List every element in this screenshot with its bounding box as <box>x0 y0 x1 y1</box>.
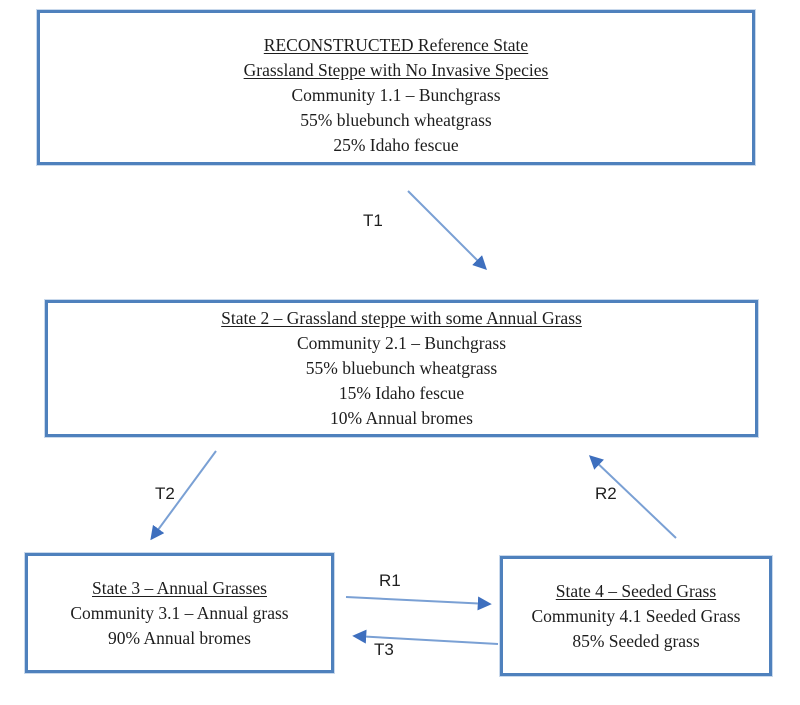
box-body-line: 85% Seeded grass <box>572 630 700 651</box>
reference-state-box: RECONSTRUCTED Reference State Grassland … <box>37 10 755 165</box>
state-4-box: State 4 – Seeded Grass Community 4.1 See… <box>500 556 772 676</box>
box-body-line: Community 3.1 – Annual grass <box>70 602 289 623</box>
state-3-box: State 3 – Annual Grasses Community 3.1 –… <box>25 553 334 673</box>
box-body-line: 55% bluebunch wheatgrass <box>305 358 498 378</box>
box-body-line: 55% bluebunch wheatgrass <box>300 110 492 130</box>
t2-arrow-label: T2 <box>155 484 175 503</box>
r2-arrow-label: R2 <box>595 484 617 503</box>
box-body-line: 90% Annual bromes <box>108 627 251 648</box>
box-body-line: 15% Idaho fescue <box>338 383 465 403</box>
box-title-line: Grassland Steppe with No Invasive Specie… <box>243 60 549 80</box>
box-body-line: Community 4.1 Seeded Grass <box>531 605 741 626</box>
box-body-line: Community 1.1 – Bunchgrass <box>291 85 501 105</box>
box-title-line: State 4 – Seeded Grass <box>555 580 717 601</box>
box-title-line: State 3 – Annual Grasses <box>92 577 267 598</box>
state-2-box: State 2 – Grassland steppe with some Ann… <box>45 300 758 437</box>
box-title-line: RECONSTRUCTED Reference State <box>263 35 529 55</box>
t1-transition-arrow <box>407 190 487 270</box>
t1-arrow-label: T1 <box>363 211 383 230</box>
box-body-line: Community 2.1 – Bunchgrass <box>296 333 507 353</box>
box-body-line: 25% Idaho fescue <box>333 135 459 155</box>
box-body-line: 10% Annual bromes <box>330 408 473 428</box>
t3-arrow-label: T3 <box>374 640 394 659</box>
box-title-line: State 2 – Grassland steppe with some Ann… <box>221 308 582 328</box>
r1-restoration-arrow <box>345 596 492 611</box>
r1-arrow-label: R1 <box>379 571 401 590</box>
